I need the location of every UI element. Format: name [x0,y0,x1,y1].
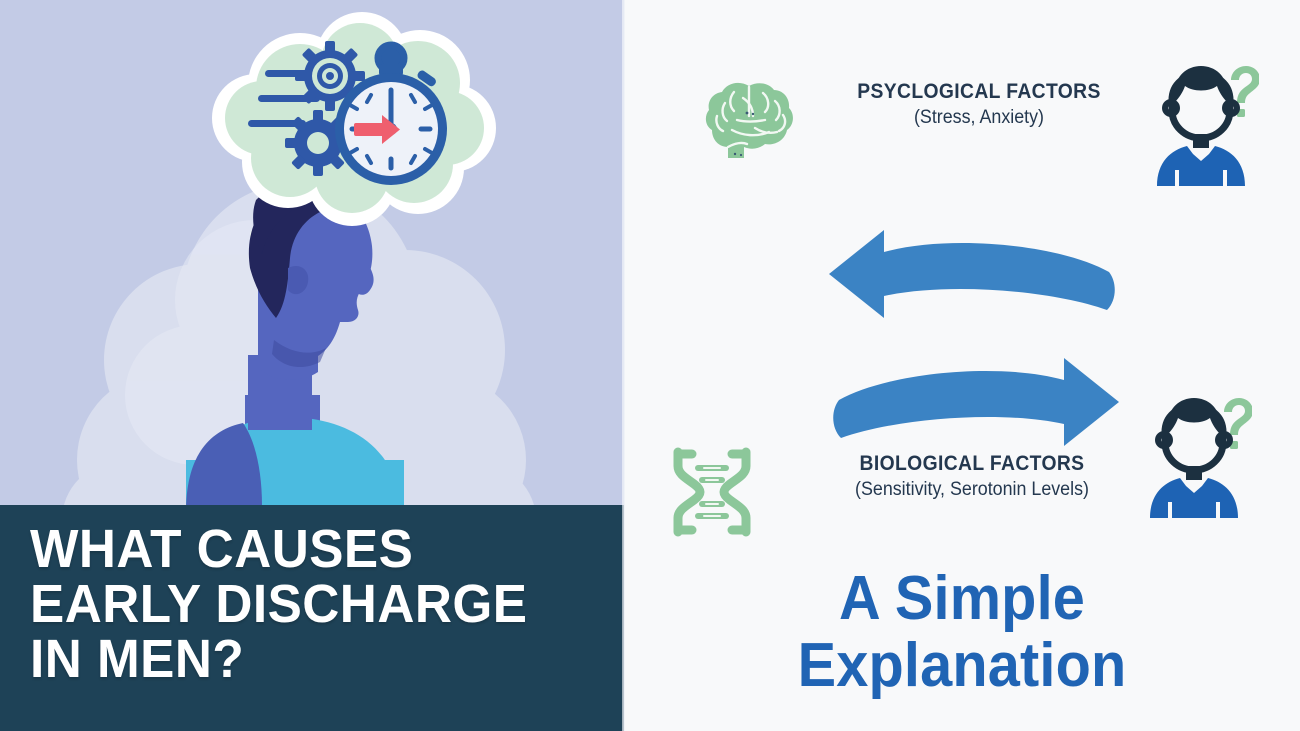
person-with-question-mark-icon-bottom [1132,390,1253,520]
person-shirt [1157,146,1245,186]
gear-large [295,41,365,111]
title-banner: WHAT CAUSES EARLY DISCHARGE IN MEN? [0,505,624,731]
panel-divider [622,0,625,731]
curved-arrow-right [809,340,1139,450]
brain-icon [699,70,799,170]
factor-title-biological: BIOLOGICAL FACTORS [859,452,1085,475]
factor-text-biological: BIOLOGICAL FACTORS (Sensitivity, Seroton… [772,452,1172,501]
speed-lines [248,70,320,127]
headline-a-simple-explanation: A Simple Explanation [797,564,1127,700]
person-shirt [1150,478,1238,518]
left-panel: WHAT CAUSES EARLY DISCHARGE IN MEN? [0,0,624,731]
right-panel: PSYCLOGICAL FACTORS (Stress, Anxiety) [624,0,1300,731]
factor-subtitle-biological: (Sensitivity, Serotonin Levels) [855,479,1089,500]
factor-subtitle-psychological: (Stress, Anxiety) [913,107,1045,128]
curved-arrow-left [809,222,1139,332]
person-with-question-mark-icon-top [1139,58,1260,188]
factor-title-psychological: PSYCLOGICAL FACTORS [857,80,1101,103]
red-arrow [354,115,400,144]
factor-row-biological: BIOLOGICAL FACTORS (Sensitivity, Seroton… [624,398,1300,560]
gear-small [285,110,351,176]
person-head-outline [1168,70,1234,142]
man-profile [186,178,404,560]
stopwatch [335,41,447,185]
factor-row-psychological: PSYCLOGICAL FACTORS (Stress, Anxiety) [624,60,1300,190]
factor-text-psychological: PSYCLOGICAL FACTORS (Stress, Anxiety) [804,80,1154,129]
banner-title: WHAT CAUSES EARLY DISCHARGE IN MEN? [30,519,528,690]
dna-icon [662,442,762,542]
person-head-outline [1161,402,1227,474]
